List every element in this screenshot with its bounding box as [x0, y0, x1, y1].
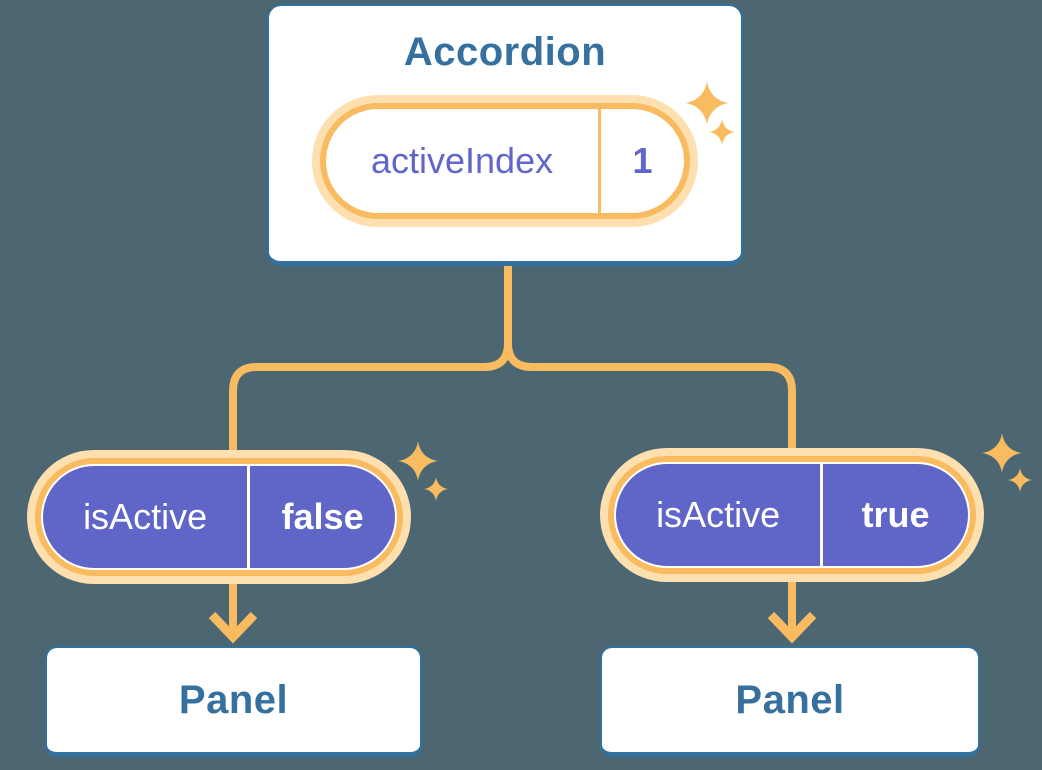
sparkle-icon: [398, 441, 438, 481]
sparkle-icon: [1008, 468, 1032, 492]
prop-pill-body: isActive false: [41, 464, 397, 570]
state-name: activeIndex: [370, 140, 554, 181]
state-pill-ring: activeIndex 1: [320, 103, 690, 219]
state-pill-body: activeIndex 1: [326, 109, 684, 213]
prop-pill-isactive-true: isActive true: [600, 448, 984, 582]
pill-divider: [598, 109, 602, 213]
prop-value: true: [861, 494, 930, 535]
prop-name: isActive: [83, 496, 208, 537]
prop-pill-isactive-false: isActive false: [27, 450, 411, 584]
panel-card-right: Panel: [600, 646, 980, 757]
panel-card-left: Panel: [45, 646, 422, 757]
sparkle-icon: [709, 119, 735, 145]
prop-pill-ring: isActive false: [35, 458, 403, 576]
state-value: 1: [632, 140, 653, 181]
prop-pill-ring: isActive true: [608, 456, 976, 574]
arrow-down-icon: [208, 611, 258, 644]
state-pill: activeIndex 1: [312, 95, 698, 227]
pill-divider: [247, 466, 251, 568]
pill-divider: [820, 464, 824, 566]
prop-pill-body: isActive true: [614, 462, 970, 568]
accordion-component-card: Accordion activeIndex 1: [267, 4, 743, 266]
sparkle-icon: [424, 477, 448, 501]
prop-value: false: [281, 496, 364, 537]
panel-title: Panel: [178, 677, 289, 722]
prop-name: isActive: [656, 494, 781, 535]
sparkle-icon: [982, 433, 1022, 473]
panel-title: Panel: [735, 677, 845, 722]
accordion-title: Accordion: [403, 30, 607, 74]
tree-connector-right: [504, 260, 796, 631]
arrow-down-icon: [767, 611, 817, 644]
sparkle-icon: [685, 81, 729, 125]
